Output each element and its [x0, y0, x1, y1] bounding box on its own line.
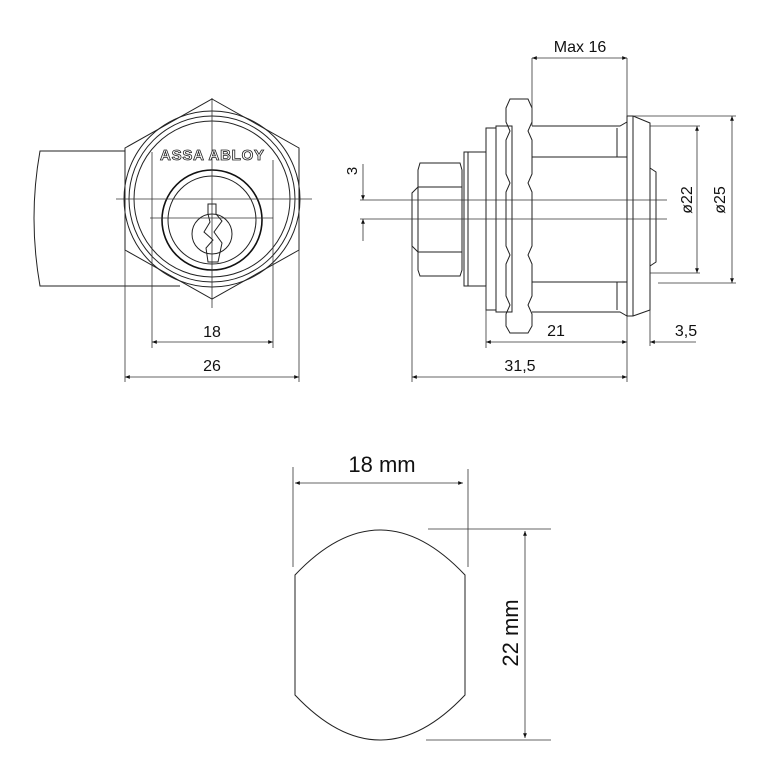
dim-label-18mm: 18 mm [348, 452, 415, 477]
dim-label-max16: Max 16 [554, 39, 607, 56]
dim-label-18: 18 [203, 324, 221, 341]
dim-label-dia22: ø22 [679, 186, 696, 214]
front-flange [626, 115, 651, 317]
dim-label-31-5: 31,5 [504, 358, 535, 375]
dim-label-21: 21 [547, 323, 565, 340]
dim-label-22mm: 22 mm [498, 599, 523, 666]
panel-cutout: 18 mm 22 mm [292, 452, 551, 741]
side-view: 3 Max 16 ø22 ø25 21 3,5 31,5 [344, 39, 736, 382]
back-nut [417, 162, 463, 277]
cutout-shape [294, 529, 466, 741]
dim-label-26: 26 [203, 358, 221, 375]
mounting-nut [505, 98, 533, 334]
brand-logo: ASSA ABLOY [160, 147, 264, 164]
front-view: ASSA ABLOY 18 26 [33, 98, 312, 382]
keyway-icon [203, 203, 223, 263]
cam-tail [33, 150, 180, 287]
dim-label-3-5: 3,5 [675, 323, 697, 340]
dim-label-3: 3 [344, 167, 361, 175]
dim-label-dia25: ø25 [712, 186, 729, 214]
